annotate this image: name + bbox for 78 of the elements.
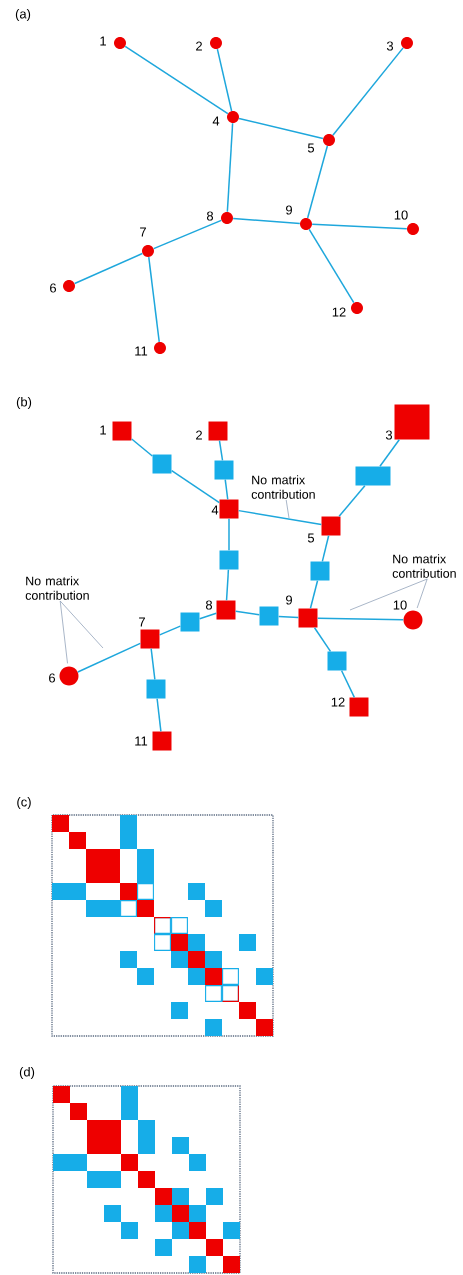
edge-square xyxy=(146,679,166,699)
connector-line xyxy=(316,617,405,621)
node-number: 11 xyxy=(135,346,148,356)
node-number: 11 xyxy=(135,736,148,746)
edge-square xyxy=(152,454,172,474)
node-number: 2 xyxy=(196,430,202,440)
connector-line xyxy=(225,568,230,602)
node-number: 8 xyxy=(205,600,213,610)
edge-square xyxy=(219,550,239,570)
panel-label: (b) xyxy=(16,396,32,410)
node-number: 8 xyxy=(206,211,214,221)
connector-line xyxy=(158,625,182,636)
edge-square xyxy=(214,460,234,480)
connector-line xyxy=(150,647,156,681)
connector-line xyxy=(148,256,160,343)
node-number: 10 xyxy=(394,210,408,220)
connector-line xyxy=(238,117,324,140)
connector-line xyxy=(308,228,355,304)
connector-line xyxy=(152,219,223,250)
connector-line xyxy=(306,145,329,219)
connector-line xyxy=(232,217,301,225)
connector-line xyxy=(309,579,319,610)
annotation-text: No matrix contribution xyxy=(392,554,456,578)
connector-line xyxy=(340,669,356,699)
node-number: 4 xyxy=(211,505,219,515)
node-number: 12 xyxy=(332,307,346,317)
connector-line xyxy=(198,612,218,620)
node-number: 9 xyxy=(286,205,292,215)
connector-line xyxy=(224,478,229,501)
node-number: 7 xyxy=(139,617,145,627)
panel-label: (c) xyxy=(17,796,31,810)
leader-line xyxy=(349,578,428,611)
node-number: 12 xyxy=(331,697,345,707)
node-number: 3 xyxy=(385,430,393,440)
node-number: 1 xyxy=(100,36,106,46)
leader-line xyxy=(59,600,68,664)
connector-line xyxy=(379,438,400,468)
node-number: 3 xyxy=(386,41,394,51)
connector-line xyxy=(73,252,144,285)
node-number: 5 xyxy=(307,143,315,153)
connector-line xyxy=(228,517,230,552)
connector-line xyxy=(234,610,261,616)
leader-line xyxy=(59,600,104,649)
node-number: 6 xyxy=(49,673,56,683)
node-number: 9 xyxy=(286,595,292,605)
connector-line xyxy=(332,47,404,136)
annotation-text: No matrix contribution xyxy=(251,475,315,499)
node-number: 1 xyxy=(100,425,106,435)
leader-line xyxy=(285,499,290,519)
connector-line xyxy=(170,469,221,504)
connector-line xyxy=(313,626,332,653)
connector-line xyxy=(311,223,408,230)
panel-label: (a) xyxy=(15,9,31,22)
node-number: 5 xyxy=(307,533,315,543)
edge-square xyxy=(310,561,330,581)
connector-line xyxy=(218,439,224,462)
node-number: 4 xyxy=(212,116,220,126)
edge-square xyxy=(259,606,279,626)
connector-line xyxy=(130,438,154,457)
connector-line xyxy=(156,697,162,733)
annotation-text: No matrix contribution xyxy=(25,576,89,600)
connector-line xyxy=(226,122,234,213)
node-number: 10 xyxy=(393,600,407,610)
edge-square xyxy=(327,651,347,671)
connector-line xyxy=(216,48,233,112)
node-number: 7 xyxy=(140,227,146,237)
panel-label: (d) xyxy=(19,1066,35,1080)
leader-line xyxy=(416,578,428,609)
node-number: 6 xyxy=(50,283,57,293)
connector-line xyxy=(277,615,300,619)
connector-line xyxy=(338,484,366,518)
connector-line xyxy=(237,509,323,526)
connector-line xyxy=(321,534,330,563)
connector-line xyxy=(124,45,229,115)
edge-square xyxy=(180,612,200,632)
node-number: 2 xyxy=(196,41,202,51)
edge-square xyxy=(355,466,391,486)
connector-line xyxy=(77,642,142,673)
